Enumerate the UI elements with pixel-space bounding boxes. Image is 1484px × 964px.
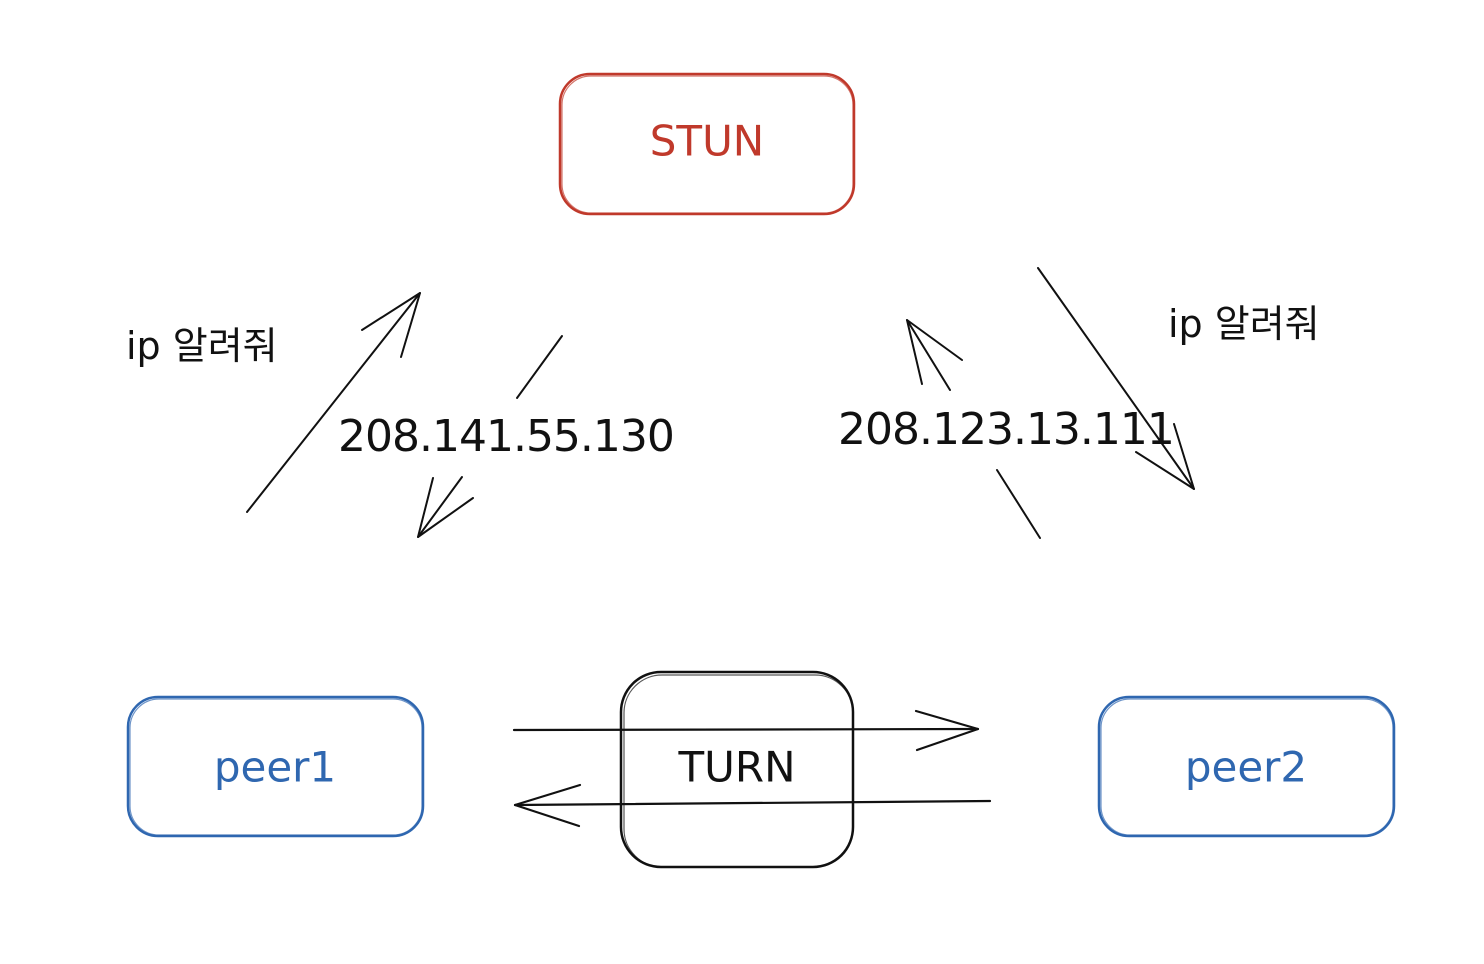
left-request-arrow [246, 292, 421, 513]
peer2-box-sketch [1100, 698, 1394, 836]
peer1-label: peer1 [214, 743, 336, 792]
peer1-node: peer1 [126, 695, 425, 838]
peer1-box-sketch [129, 698, 423, 836]
stun-box-sketch [561, 75, 854, 214]
turn-forward-arrow [512, 709, 980, 752]
left-request-label: ip 알려줘 [126, 324, 278, 368]
turn-forward-arrowhead [914, 709, 980, 752]
turn-backward-arrowhead [513, 783, 582, 828]
turn-backward-arrow [513, 783, 992, 828]
peer2-node: peer2 [1097, 695, 1396, 838]
right-response-arrowhead [906, 319, 963, 385]
peer1-box [126, 695, 425, 838]
turn-node: TURN [619, 670, 855, 869]
turn-forward-line [512, 727, 980, 732]
peer2-box [1097, 695, 1396, 838]
left-request-line [246, 292, 421, 513]
left-response-line-top [516, 335, 563, 399]
stun-box [558, 72, 856, 216]
right-response-line-bottom [996, 469, 1041, 539]
right-request-arrowhead [1135, 423, 1195, 490]
right-request-line [1037, 267, 1195, 490]
peer2-label: peer2 [1185, 743, 1307, 792]
stun-node: STUN [558, 72, 856, 216]
left-response-arrowhead [417, 477, 474, 538]
right-response-arrow [906, 319, 1041, 539]
left-response-label: 208.141.55.130 [338, 411, 674, 462]
left-response-line-bottom [417, 476, 463, 538]
turn-label: TURN [678, 743, 796, 792]
right-request-label: ip 알려줘 [1168, 302, 1320, 346]
turn-backward-line [513, 799, 992, 807]
right-request-arrow [1037, 267, 1195, 490]
stun-label: STUN [650, 117, 764, 166]
turn-box-sketch [623, 674, 854, 868]
right-response-line-top [906, 319, 951, 391]
right-response-label: 208.123.13.111 [838, 404, 1174, 455]
left-request-arrowhead [361, 292, 421, 358]
left-response-arrow [417, 335, 563, 538]
